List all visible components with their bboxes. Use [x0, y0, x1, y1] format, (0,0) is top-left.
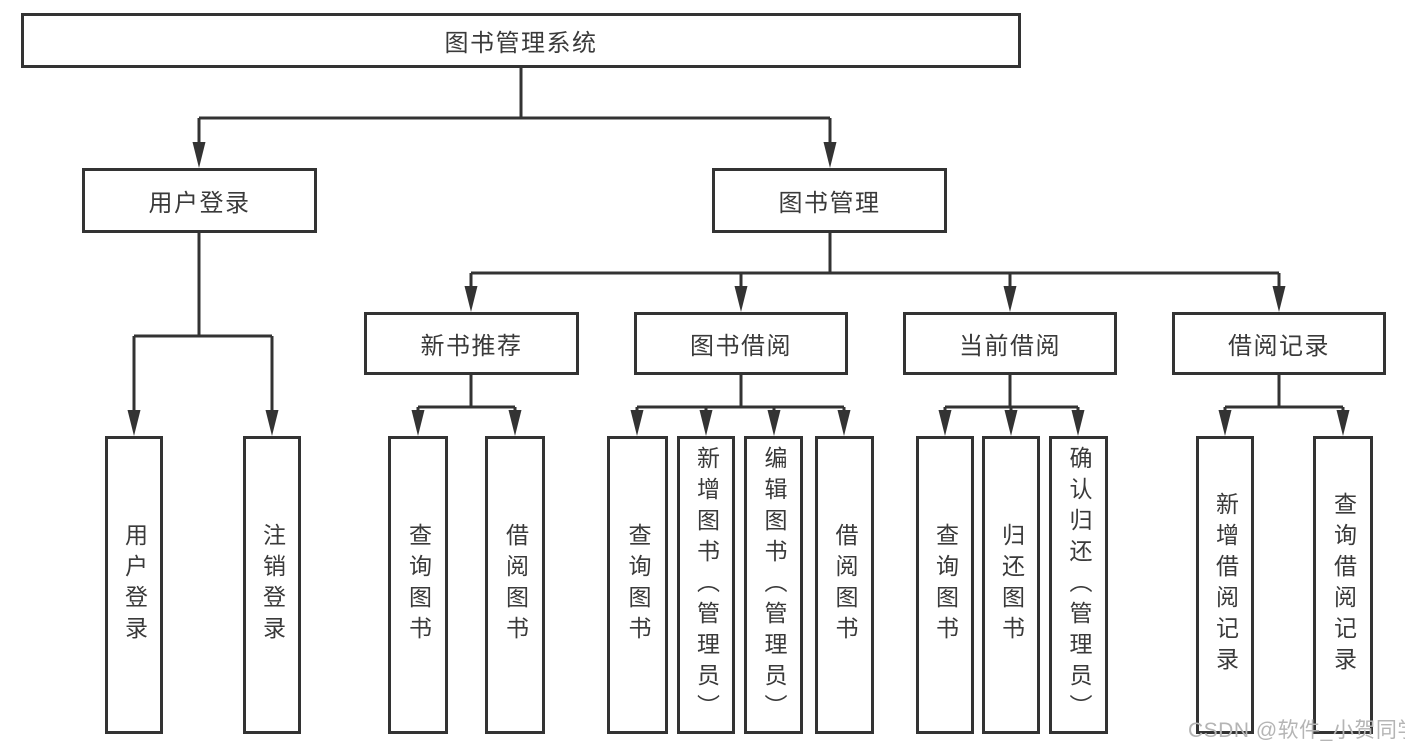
arrowhead — [938, 410, 952, 436]
arrowhead — [411, 410, 425, 436]
arrowhead — [1336, 410, 1350, 436]
arrowhead — [734, 286, 748, 312]
arrowhead — [1003, 286, 1017, 312]
leaf-query-borrow-record: 查询借阅记录 — [1313, 436, 1373, 734]
node-root-library-system: 图书管理系统 — [21, 13, 1021, 68]
csdn-watermark: CSDN @软件_小贺同学 — [1188, 719, 1405, 742]
arrowhead — [1004, 410, 1018, 436]
leaf-user-login: 用户登录 — [105, 436, 163, 734]
node-book-management: 图书管理 — [712, 168, 947, 233]
arrowheads — [127, 142, 1350, 436]
node-current-borrowing: 当前借阅 — [903, 312, 1117, 375]
connector-new-book-group — [416, 375, 517, 414]
connector-user-login-to-leaves — [132, 233, 274, 414]
arrowhead — [265, 410, 279, 436]
node-book-borrowing: 图书借阅 — [634, 312, 848, 375]
leaf-logout: 注销登录 — [243, 436, 301, 734]
node-new-book-recommend: 新书推荐 — [364, 312, 579, 375]
arrowhead — [464, 286, 478, 312]
arrowhead — [1272, 286, 1286, 312]
arrowhead — [630, 410, 644, 436]
connector-lines — [132, 68, 1345, 414]
leaf-query-book: 查询图书 — [607, 436, 668, 734]
leaf-confirm-return-admin: 确认归还（管理员） — [1049, 436, 1108, 734]
node-borrowing-records: 借阅记录 — [1172, 312, 1386, 375]
arrowhead — [127, 410, 141, 436]
leaf-add-borrow-record: 新增借阅记录 — [1196, 436, 1254, 734]
arrowhead — [1071, 410, 1085, 436]
arrowhead — [767, 410, 781, 436]
arrowhead — [1218, 410, 1232, 436]
connector-book-mgmt-to-level2 — [469, 233, 1281, 294]
arrowhead — [823, 142, 837, 168]
arrowhead — [699, 410, 713, 436]
connector-current-borrow-group — [943, 375, 1080, 414]
leaf-edit-book-admin: 编辑图书（管理员） — [744, 436, 803, 734]
leaf-borrow-book: 借阅图书 — [815, 436, 874, 734]
leaf-add-book-admin: 新增图书（管理员） — [677, 436, 735, 734]
leaf-query-book: 查询图书 — [916, 436, 974, 734]
arrowhead — [837, 410, 851, 436]
connector-borrow-record-group — [1223, 375, 1345, 414]
leaf-borrow-book: 借阅图书 — [485, 436, 545, 734]
arrowhead — [508, 410, 522, 436]
node-user-login: 用户登录 — [82, 168, 317, 233]
connector-root-to-level1 — [197, 68, 832, 148]
leaf-query-book: 查询图书 — [388, 436, 448, 734]
connector-book-borrow-group — [635, 375, 846, 414]
arrowhead — [192, 142, 206, 168]
leaf-return-book: 归还图书 — [982, 436, 1040, 734]
